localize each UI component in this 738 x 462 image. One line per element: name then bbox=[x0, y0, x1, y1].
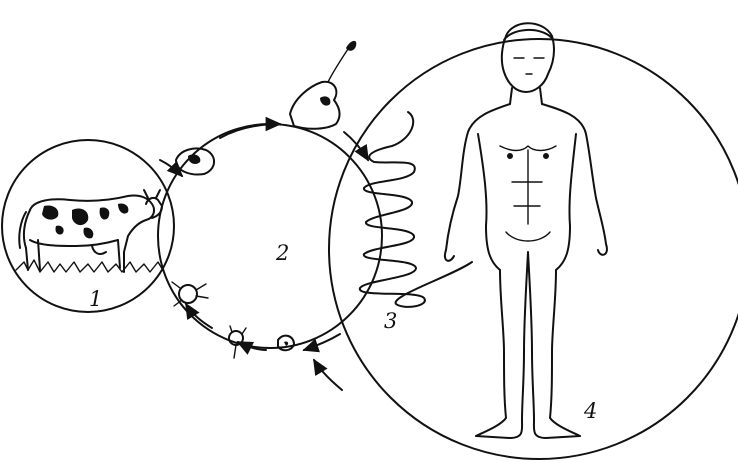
cycle-arrows bbox=[160, 124, 368, 390]
cow-illustration bbox=[16, 190, 164, 272]
label-4: 4 bbox=[583, 399, 597, 423]
hexacanth-embryo-icon bbox=[172, 282, 208, 306]
tapeworm-strobila-icon bbox=[360, 112, 472, 307]
label-1: 1 bbox=[89, 287, 102, 311]
label-2: 2 bbox=[275, 241, 289, 265]
cow-host-circle bbox=[2, 140, 174, 312]
scolex-icon bbox=[290, 41, 356, 129]
egg-icon bbox=[278, 336, 294, 351]
human-figure-illustration bbox=[445, 23, 607, 438]
label-3: 3 bbox=[384, 309, 397, 333]
